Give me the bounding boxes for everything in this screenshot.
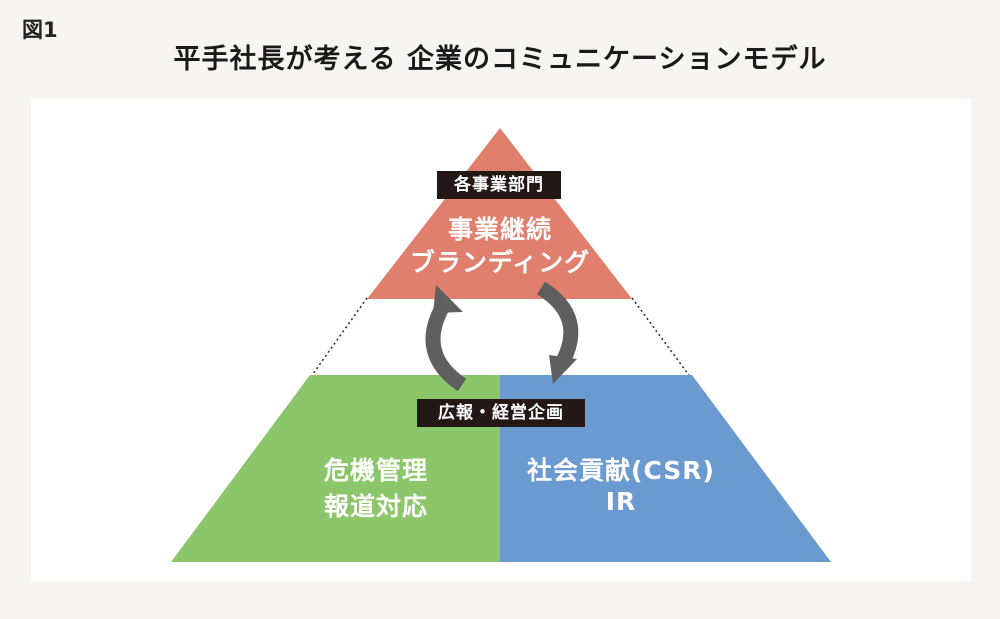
bottom-right-line-1: 社会貢献(CSR) [527,456,715,485]
right-dotted-guide [631,297,692,379]
left-dotted-guide [309,297,368,379]
diagram-panel: 各事業部門 事業継続 ブランディング 広報・経営企画 危機管理 報道対応 社会貢… [31,99,971,581]
down-arrow-shaft [536,281,579,369]
up-arrow-head [433,285,463,313]
top-line-1: 事業継続 [447,215,552,244]
bottom-right-line-2: IR [605,487,637,516]
top-line-2: ブランディング [409,248,591,277]
bottom-department-label: 広報・経営企画 [417,399,585,427]
top-triangle [367,128,632,299]
diagram-title: 平手社長が考える 企業のコミュニケーションモデル [173,44,827,75]
up-arrow-shaft [425,302,467,392]
top-department-label: 各事業部門 [437,171,561,199]
bottom-left-line-2: 報道対応 [323,492,428,521]
bottom-left-line-1: 危機管理 [323,456,428,485]
down-arrow-head [549,355,577,384]
figure-label: 図1 [22,18,58,42]
